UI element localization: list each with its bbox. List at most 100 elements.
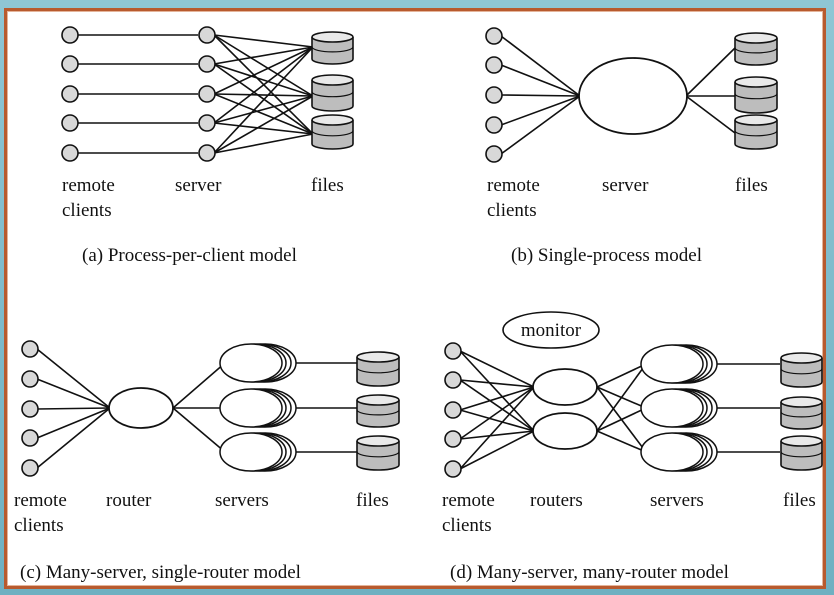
c-client-node-2 <box>21 370 39 388</box>
c-file-cylinder-3 <box>356 435 400 471</box>
c-file-cylinder-3-body <box>356 441 400 471</box>
a-server-file-line-5-3 <box>213 133 314 154</box>
d-file-cylinder-3-top <box>780 435 823 447</box>
a-client-node-4 <box>61 114 79 132</box>
panel-d-caption: (d) Many-server, many-router model <box>450 562 729 583</box>
panel-b-server-node <box>578 57 688 135</box>
d-file-cylinder-1 <box>780 352 823 388</box>
b-file-cylinder-2 <box>734 76 778 114</box>
panel-a-label-files: files <box>311 175 344 196</box>
a-client-node-1 <box>61 26 79 44</box>
c-file-cylinder-3-top <box>356 435 400 447</box>
c-client-node-5 <box>21 459 39 477</box>
b-file-cylinder-3-top <box>734 114 778 126</box>
d-file-cylinder-3-band <box>780 451 823 458</box>
panel-a-files <box>311 31 354 150</box>
c-file-cylinder-1 <box>356 351 400 387</box>
panel-b-label-remote: remote <box>487 175 540 196</box>
panel-a-process-per-client: remote clients server files (a) Process-… <box>61 26 354 266</box>
d-file-cylinder-3 <box>780 435 823 471</box>
d-server-stack-3-layer-4 <box>640 432 704 472</box>
d-router-server-line-1-1 <box>596 363 647 388</box>
d-client-router-line-1-1 <box>459 350 535 388</box>
d-client-router-line-3-2 <box>459 409 535 432</box>
a-server-file-line-2-1 <box>213 46 314 65</box>
c-file-cylinder-3-band <box>356 451 400 458</box>
panel-c-label-files: files <box>356 490 389 511</box>
b-server-file-line-1 <box>685 47 736 97</box>
panel-b-single-process: remote clients server files (b) Single-p… <box>485 27 778 266</box>
d-server-stack-3 <box>640 432 718 472</box>
a-file-cylinder-3 <box>311 114 354 150</box>
d-server-stack-1 <box>640 344 718 384</box>
b-file-cylinder-2-body <box>734 82 778 114</box>
d-client-router-line-3-1 <box>459 386 535 411</box>
c-client-node-1 <box>21 340 39 358</box>
b-file-cylinder-1-body <box>734 38 778 66</box>
d-router-server-line-2-2 <box>596 407 647 432</box>
panel-c-files <box>356 351 400 471</box>
panel-c-router-node <box>108 387 174 429</box>
panel-d-router-node-2 <box>532 412 598 450</box>
a-server-file-line-1-2 <box>213 34 314 97</box>
c-server-stack-2 <box>219 388 297 428</box>
d-client-node-4 <box>444 430 462 448</box>
b-file-cylinder-1 <box>734 32 778 66</box>
a-server-node-2 <box>198 55 216 73</box>
panel-c-label-servers: servers <box>215 490 269 511</box>
d-router-server-line-2-1 <box>596 363 647 432</box>
d-router-server-line-2-3 <box>596 430 647 453</box>
a-server-file-line-3-1 <box>213 46 314 95</box>
panel-d-server-stacks <box>640 344 718 472</box>
a-server-node-1 <box>198 26 216 44</box>
b-client-node-3 <box>485 86 503 104</box>
d-client-router-line-4-2 <box>459 430 535 440</box>
d-client-router-line-2-2 <box>459 379 535 432</box>
c-file-cylinder-1-band <box>356 367 400 374</box>
panel-c-remote-clients <box>21 340 39 477</box>
b-client-node-2 <box>485 56 503 74</box>
c-client-node-4 <box>21 429 39 447</box>
d-server-stack-2-layer-4 <box>640 388 704 428</box>
c-file-cylinder-2-band <box>356 409 400 416</box>
panel-d-monitor-label: monitor <box>521 320 582 341</box>
panel-a-server-processes <box>198 26 216 162</box>
d-file-cylinder-3-body <box>780 441 823 471</box>
a-file-cylinder-2-body <box>311 80 354 112</box>
a-server-file-line-1-1 <box>213 34 314 48</box>
a-server-node-5 <box>198 144 216 162</box>
panel-d-files <box>780 352 823 471</box>
a-server-file-line-3-3 <box>213 93 314 135</box>
b-file-cylinder-2-band <box>734 93 778 100</box>
panel-d-label-clients: clients <box>442 515 492 536</box>
a-file-cylinder-1 <box>311 31 354 65</box>
panel-c-single-router: remote clients router servers files (c) … <box>14 340 400 583</box>
b-client-server-line-5 <box>500 95 581 155</box>
panel-d-monitor-node <box>502 311 600 349</box>
panel-d-many-router: monitor remote clients routers servers f… <box>442 311 823 583</box>
panel-a-caption: (a) Process-per-client model <box>82 245 297 266</box>
a-file-cylinder-3-band <box>311 130 354 137</box>
b-file-cylinder-2-top <box>734 76 778 88</box>
a-server-file-line-5-2 <box>213 95 314 154</box>
d-server-stack-1-layer-4 <box>640 344 704 384</box>
d-file-cylinder-2-top <box>780 396 823 408</box>
a-file-cylinder-2-band <box>311 91 354 98</box>
b-file-cylinder-3 <box>734 114 778 150</box>
d-file-cylinder-2-band <box>780 411 823 418</box>
a-file-cylinder-2 <box>311 74 354 112</box>
d-file-cylinder-1-band <box>780 368 823 375</box>
panel-b-label-server: server <box>602 175 649 196</box>
panel-d-connections <box>459 350 780 470</box>
panel-a-connections <box>76 34 314 154</box>
a-client-node-3 <box>61 85 79 103</box>
c-client-router-line-3 <box>36 407 111 410</box>
c-client-router-line-2 <box>36 378 111 409</box>
a-server-file-line-4-1 <box>213 46 314 124</box>
a-server-file-line-3-2 <box>213 93 314 97</box>
panel-c-label-clients: clients <box>14 515 64 536</box>
d-file-cylinder-2 <box>780 396 823 430</box>
c-server-stack-2-layer-4 <box>219 388 283 428</box>
c-server-stack-3-layer-4 <box>219 432 283 472</box>
